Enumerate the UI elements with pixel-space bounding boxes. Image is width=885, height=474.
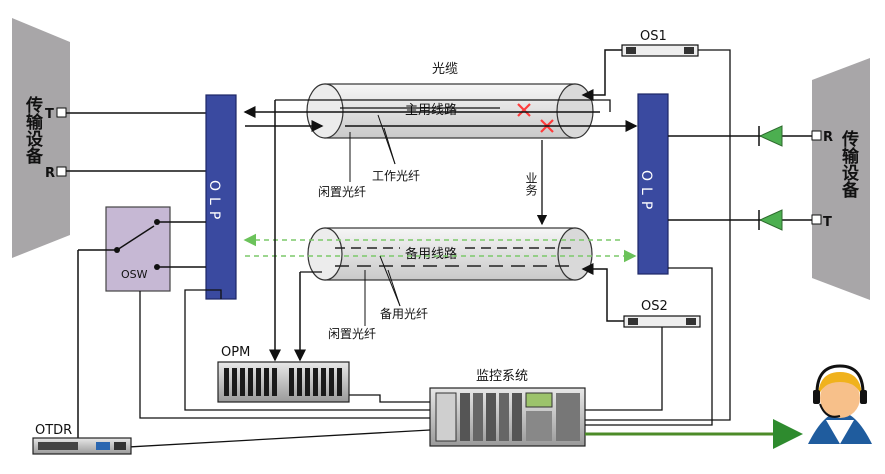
- operator-headset-icon: [808, 364, 872, 444]
- left-port-r: [56, 166, 67, 177]
- right-port-r: [811, 130, 822, 141]
- os2-label: OS2: [641, 299, 668, 314]
- left-port-t: [56, 107, 67, 118]
- backup-line-label: 备用线路: [405, 246, 457, 262]
- backup-cable-body: [324, 227, 576, 281]
- left-port-r-label: R: [45, 166, 55, 181]
- backup-fiber-label: 备用光纤: [380, 307, 428, 321]
- backup-cable-left-end: [307, 227, 343, 281]
- right-port-t: [811, 214, 822, 225]
- main-line-label: 主用线路: [405, 102, 457, 118]
- osw-label: OSW: [121, 268, 148, 281]
- right-olp-box: [637, 93, 669, 275]
- right-equipment-shape: [812, 58, 870, 300]
- opm-slots: [224, 368, 342, 396]
- right-transmitter-diode-icon: [758, 209, 783, 231]
- opm-rack: [217, 361, 350, 403]
- left-equipment-shape: [12, 18, 70, 258]
- main-cable-left-end: [306, 83, 344, 139]
- right-port-r-label: R: [823, 130, 833, 145]
- monitor-modules: [435, 392, 580, 442]
- working-fiber-label: 工作光纤: [372, 169, 420, 183]
- backup-idle-fiber-label: 闲置光纤: [328, 327, 376, 341]
- otdr-label: OTDR: [35, 423, 72, 438]
- main-idle-fiber-label: 闲置光纤: [318, 185, 366, 199]
- backup-cable-right-end: [557, 227, 593, 281]
- right-port-t-label: T: [823, 215, 832, 230]
- main-cable-right-end: [556, 83, 594, 139]
- fault-x-icon: [517, 103, 531, 117]
- left-equipment-label: 传输设备: [22, 95, 44, 165]
- main-cable-body: [324, 83, 576, 139]
- opm-label: OPM: [221, 345, 250, 360]
- monitor-label: 监控系统: [476, 369, 528, 384]
- service-label: 业务: [524, 172, 538, 196]
- cable-label: 光缆: [432, 61, 458, 77]
- right-equipment-label: 传输设备: [838, 129, 860, 199]
- right-receiver-diode-icon: [758, 125, 783, 147]
- os1-label: OS1: [640, 29, 667, 44]
- left-olp-label: OLP: [206, 180, 222, 225]
- left-port-t-label: T: [45, 107, 54, 122]
- right-olp-label: OLP: [638, 170, 654, 215]
